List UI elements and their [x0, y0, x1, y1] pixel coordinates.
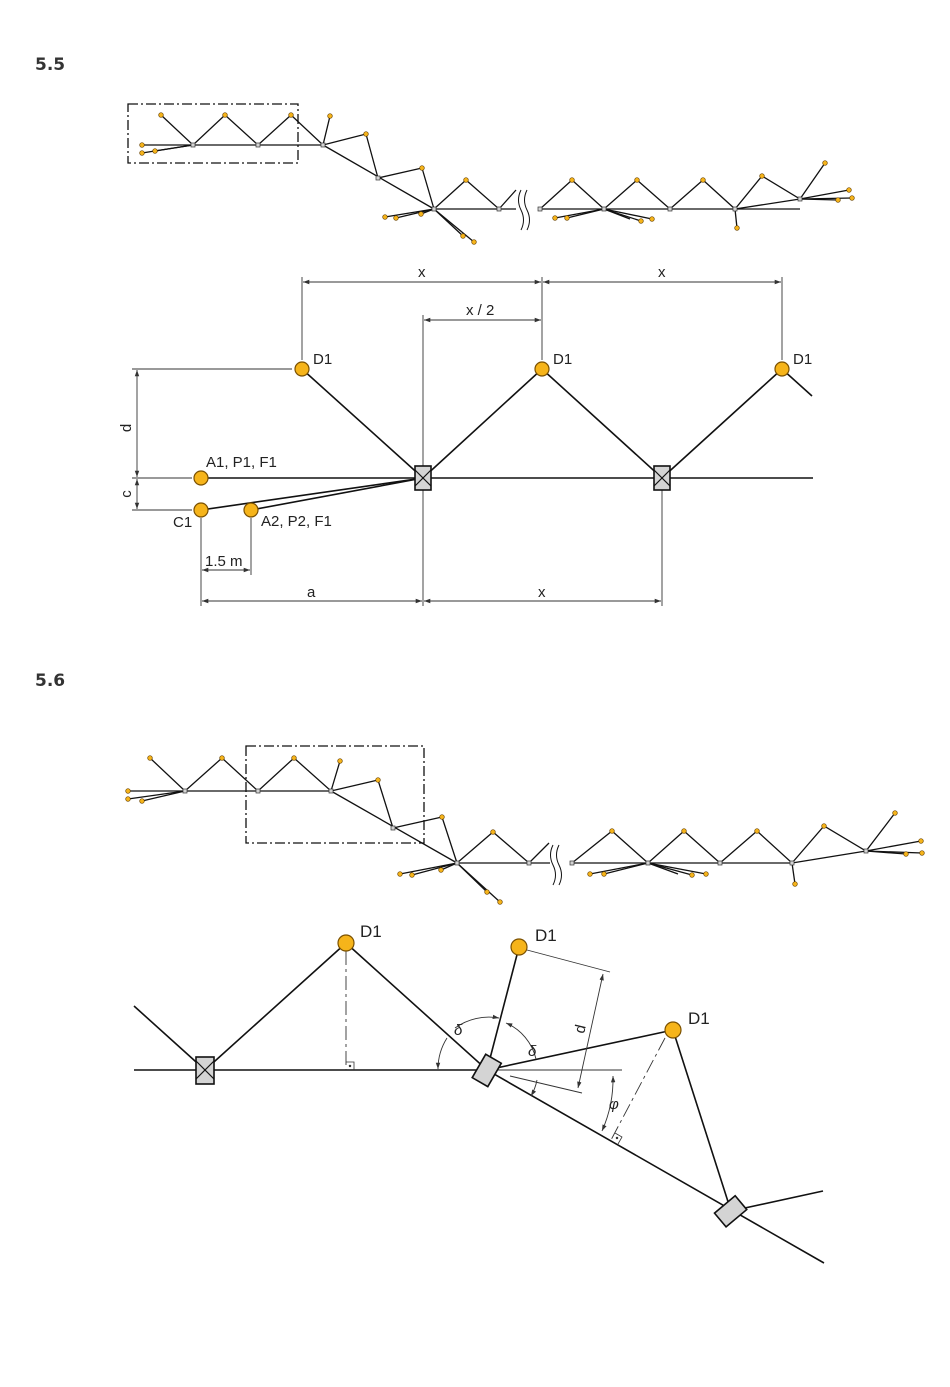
anchor-d1	[338, 935, 354, 951]
anchor-d1	[295, 362, 309, 376]
anchor-d1	[775, 362, 789, 376]
dim-d: d	[118, 424, 135, 432]
dim-a: a	[307, 584, 316, 601]
dim-x: x	[538, 584, 546, 601]
anchor-d1	[511, 939, 527, 955]
connector-plate	[714, 1196, 746, 1227]
fig-5-5-overview	[128, 104, 852, 242]
anchor-a2	[244, 503, 258, 517]
label-c1: C1	[173, 514, 192, 531]
anchor-a1	[194, 471, 208, 485]
dim-d: d	[571, 1023, 589, 1035]
dim-delta: δ	[454, 1022, 463, 1039]
label-d1: D1	[535, 926, 557, 945]
label-a1-p1-f1: A1, P1, F1	[206, 454, 277, 471]
dim-x-half: x / 2	[466, 302, 494, 319]
fig-5-6-dimension-lines	[346, 950, 665, 1144]
fig-5-5-detail-lines	[201, 369, 813, 510]
fig-5-6-labels: D1 D1 D1 d δ δ φ	[360, 922, 710, 1113]
label-d1: D1	[688, 1009, 710, 1028]
fig-5-6-overview	[128, 746, 922, 902]
dim-x: x	[418, 264, 426, 281]
fig-5-5-overview-markers	[140, 113, 855, 245]
detail-frame	[128, 104, 298, 163]
anchor-d1	[665, 1022, 681, 1038]
connector-plate	[472, 1054, 501, 1086]
anchor-d1	[535, 362, 549, 376]
dim-1-5-m: 1.5 m	[205, 553, 243, 570]
label-d1: D1	[313, 351, 332, 368]
dim-delta: δ	[528, 1043, 537, 1060]
label-d1: D1	[793, 351, 812, 368]
dim-phi: φ	[609, 1096, 619, 1113]
dim-c: c	[118, 490, 135, 498]
fig-5-5-detail-nodes	[194, 362, 789, 517]
label-d1: D1	[360, 922, 382, 941]
anchor-c1	[194, 503, 208, 517]
fig-5-6-detail-nodes	[196, 935, 747, 1227]
label-a2-p2-f1: A2, P2, F1	[261, 513, 332, 530]
label-d1: D1	[553, 351, 572, 368]
fig-5-5-labels: D1 D1 D1 A1, P1, F1 A2, P2, F1 C1 x x x …	[118, 264, 812, 601]
dim-x: x	[658, 264, 666, 281]
